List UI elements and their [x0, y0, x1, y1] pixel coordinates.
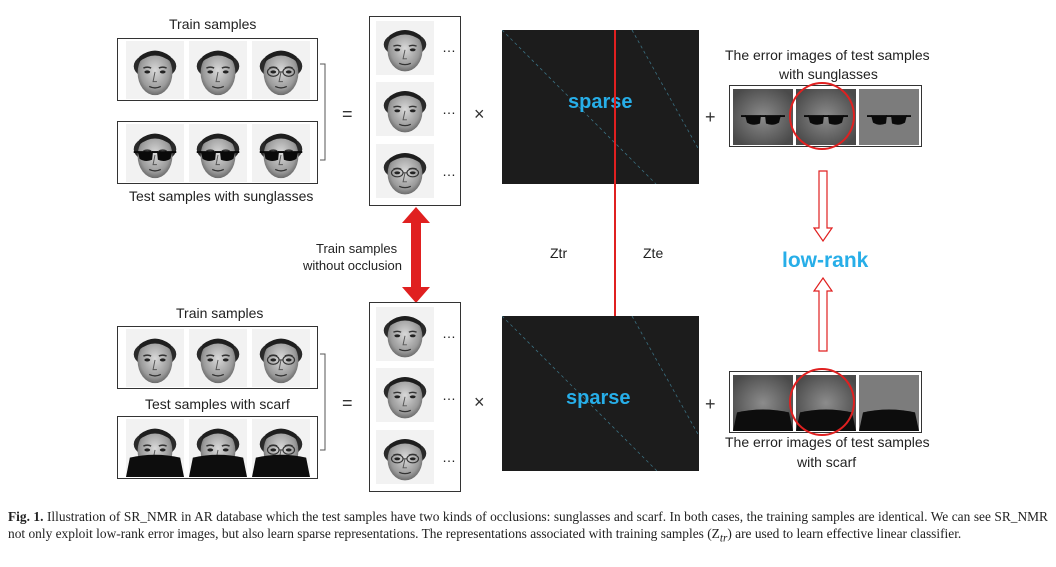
error-image [859, 89, 919, 145]
caption-subscript: tr [719, 532, 728, 545]
face-image [252, 329, 310, 387]
face-image [189, 329, 247, 387]
top-dictionary-box: … … … [369, 16, 461, 206]
face-image [126, 419, 184, 477]
bottom-highlight-circle [789, 368, 855, 436]
bottom-error-label-line2: with scarf [797, 454, 857, 470]
error-image [733, 89, 793, 145]
ellipsis: … [442, 163, 456, 179]
top-error-label-line2: with sunglasses [779, 66, 878, 82]
bottom-bracket [320, 353, 326, 451]
top-times-sign: × [474, 104, 485, 124]
top-error-label-line1: The error images of test samples [725, 47, 930, 63]
top-sparse-label: sparse [568, 91, 633, 113]
ellipsis: … [442, 387, 456, 403]
top-highlight-circle [789, 82, 855, 150]
face-image [376, 21, 434, 75]
double-arrow-icon [402, 207, 430, 303]
lowrank-label: low-rank [782, 249, 869, 272]
face-image [126, 329, 184, 387]
split-line [614, 30, 616, 471]
face-image [376, 144, 434, 198]
face-image [126, 124, 184, 182]
ellipsis: … [442, 39, 456, 55]
top-sparse-matrix: sparse [502, 30, 699, 184]
top-train-label: Train samples [169, 16, 257, 32]
face-image [252, 419, 310, 477]
face-image [376, 82, 434, 136]
top-test-samples-box [117, 121, 318, 184]
zte-label: Zte [643, 245, 664, 261]
bottom-train-samples-box [117, 326, 318, 389]
caption-text: Illustration of SR_NMR in AR database wh… [8, 509, 1048, 541]
up-arrow-icon [813, 277, 833, 352]
face-image [376, 430, 434, 484]
arrow-label-line1: Train samples [316, 241, 398, 256]
face-image [252, 41, 310, 99]
ellipsis: … [442, 101, 456, 117]
bottom-error-label-line1: The error images of test samples [725, 434, 930, 450]
ellipsis: … [442, 325, 456, 341]
caption-prefix: Fig. 1. [8, 509, 44, 524]
face-image [376, 307, 434, 361]
bottom-sparse-label: sparse [566, 387, 631, 409]
bottom-test-label: Test samples with scarf [145, 396, 290, 412]
arrow-label-line2: without occlusion [303, 258, 402, 273]
bottom-sparse-matrix: sparse [502, 316, 699, 471]
top-bracket [320, 63, 326, 161]
bottom-equals-sign: = [342, 393, 353, 413]
face-image [189, 41, 247, 99]
face-image [376, 368, 434, 422]
bottom-times-sign: × [474, 392, 485, 412]
top-plus-sign: + [705, 107, 716, 127]
bottom-test-samples-box [117, 416, 318, 479]
face-image [252, 124, 310, 182]
ellipsis: … [442, 449, 456, 465]
bottom-dictionary-box: … … … [369, 302, 461, 492]
top-equals-sign: = [342, 104, 353, 124]
down-arrow-icon [813, 170, 833, 242]
bottom-train-label: Train samples [176, 305, 264, 321]
caption-suffix: ) are used to learn effective linear cla… [727, 526, 962, 541]
error-image [733, 375, 793, 431]
top-train-samples-box [117, 38, 318, 101]
face-image [189, 419, 247, 477]
figure-caption: Fig. 1. Illustration of SR_NMR in AR dat… [8, 508, 1048, 548]
bottom-plus-sign: + [705, 394, 716, 414]
face-image [126, 41, 184, 99]
face-image [189, 124, 247, 182]
ztr-label: Ztr [550, 245, 568, 261]
top-test-label: Test samples with sunglasses [129, 188, 314, 204]
error-image [859, 375, 919, 431]
